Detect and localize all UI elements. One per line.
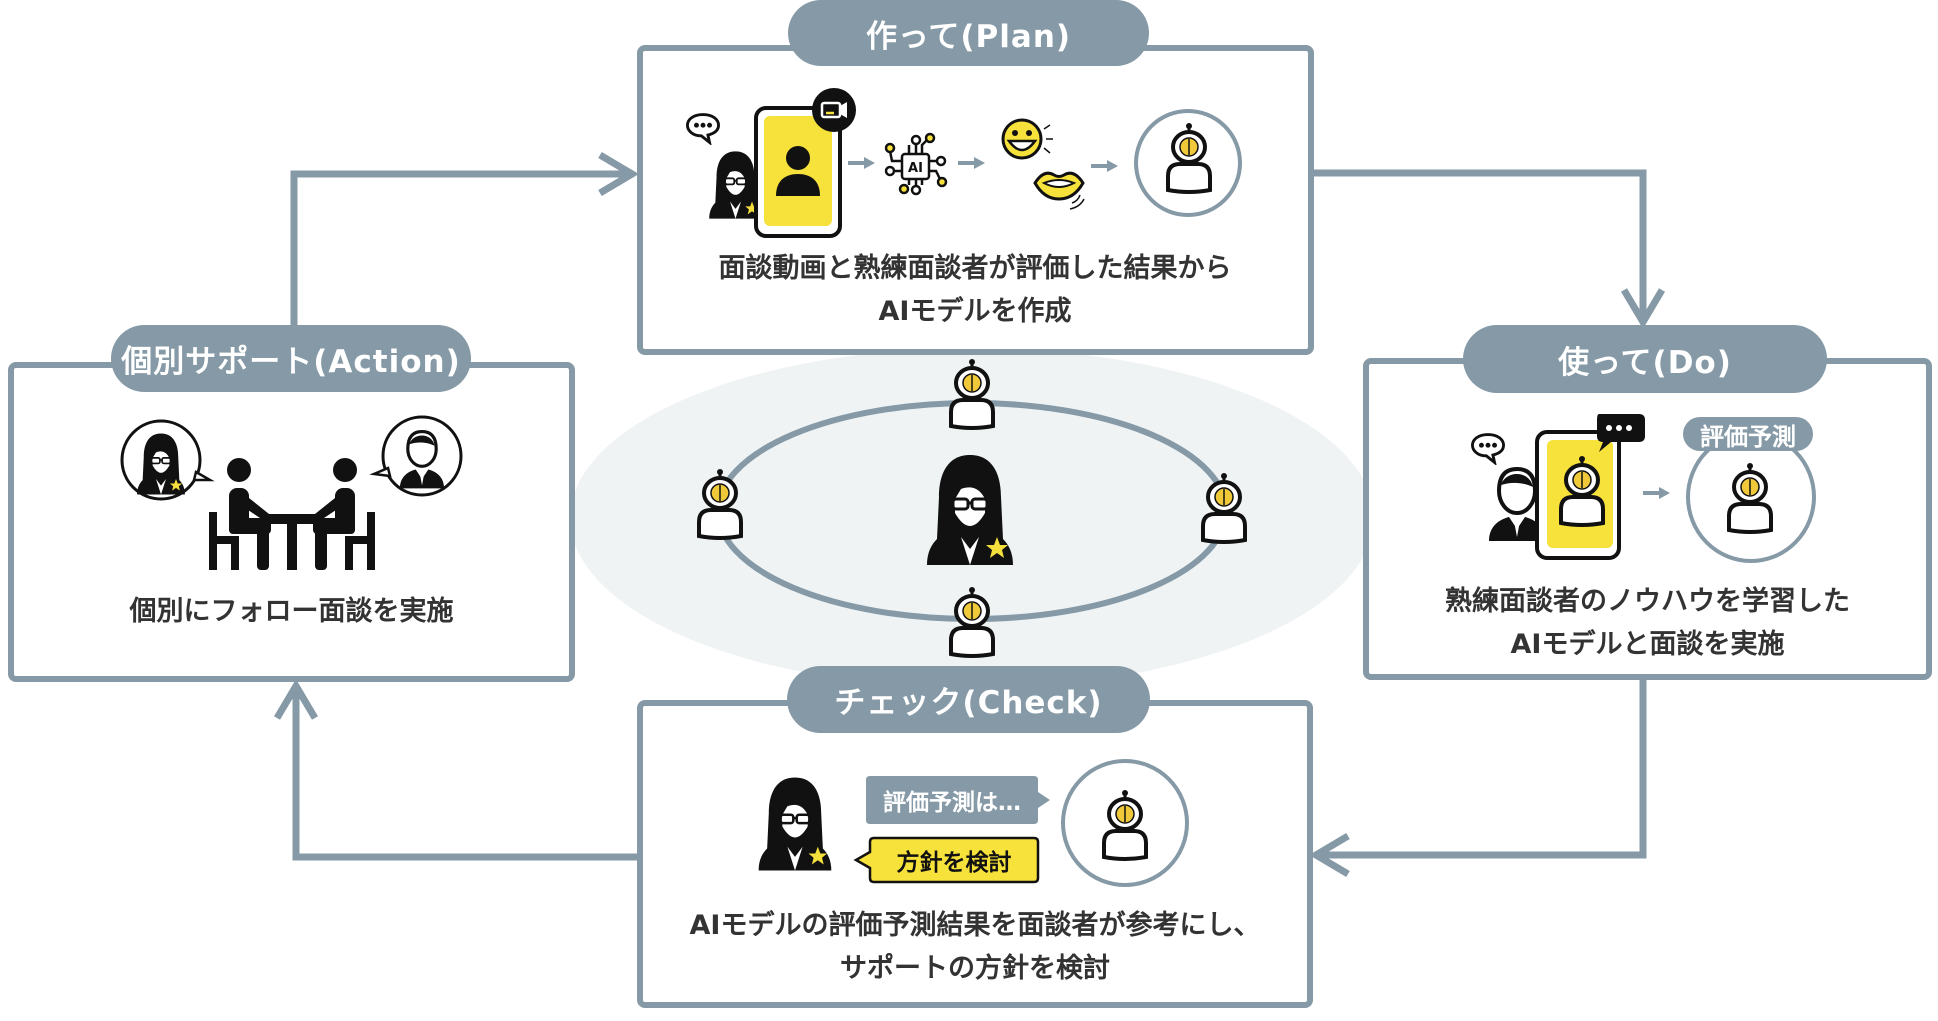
plan-arrow-1-icon: [848, 157, 875, 169]
center-robot-right-icon: [1197, 472, 1251, 544]
action-description: 個別にフォロー面談を実施: [129, 596, 454, 627]
do-description: 熟練面談者のノウハウを学習した AIモデルと面談を実施: [1366, 580, 1929, 666]
plan-robot-icon: [1162, 122, 1216, 194]
center-robot-top-icon: [945, 358, 999, 430]
plan-arrow-2-icon: [958, 157, 985, 169]
arrowhead-check-to-action: [273, 679, 319, 720]
action-title: 個別サポート(Action): [111, 325, 471, 392]
do-card: [1363, 358, 1932, 680]
plan-description-line-1: 面談動画と熟練面談者が評価した結果から: [718, 253, 1232, 284]
do-arrow-icon: [1643, 487, 1670, 499]
connector-do-to-check: [1318, 677, 1647, 859]
ai-speech-bubble: 評価予測は…: [883, 790, 1021, 816]
do-title: 使って(Do): [1463, 325, 1827, 393]
human-speech-bubble: 方針を検討: [896, 850, 1012, 876]
check-woman-icon: [757, 775, 833, 873]
smiley-face-icon: [1001, 118, 1053, 160]
arrowhead-action-to-plan: [598, 151, 639, 197]
check-robot-icon: [1098, 789, 1152, 861]
ai-chip-icon: AI: [884, 132, 948, 196]
human-bubble-shape: [853, 836, 1040, 884]
plan-video-phone-icon: [754, 88, 856, 238]
action-man-icon: [398, 430, 446, 490]
do-robot-icon: [1723, 462, 1777, 534]
do-phone-robot-icon: [1555, 455, 1609, 527]
check-description: AIモデルの評価予測結果を面談者が参考にし、 サポートの方針を検討: [640, 904, 1310, 990]
plan-title: 作って(Plan): [788, 0, 1149, 66]
do-chat-icon: [1470, 432, 1506, 465]
dark-speech-bubble-icon: [1597, 414, 1645, 452]
connector-plan-to-do: [1312, 169, 1647, 320]
meeting-table-icon: [209, 458, 375, 570]
do-description-line-1: 熟練面談者のノウハウを学習した: [1445, 586, 1850, 617]
connector-check-to-action: [292, 688, 637, 861]
plan-chat-icon: [685, 112, 721, 145]
ai-bubble-shape: [866, 776, 1050, 824]
do-description-line-2: AIモデルと面談を実施: [1510, 629, 1785, 660]
plan-description: 面談動画と熟練面談者が評価した結果から AIモデルを作成: [640, 247, 1310, 333]
lips-icon: [1033, 171, 1085, 210]
plan-description-line-2: AIモデルを作成: [878, 296, 1072, 327]
evaluation-prediction-badge: 評価予測: [1683, 417, 1813, 451]
svg-text:AI: AI: [908, 161, 923, 176]
check-description-line-2: サポートの方針を検討: [840, 953, 1110, 984]
arrowhead-plan-to-do: [1620, 288, 1666, 329]
connector-action-to-plan: [290, 170, 630, 326]
center-woman-icon: [925, 453, 1015, 567]
plan-arrow-3-icon: [1091, 160, 1118, 172]
camera-icon: [812, 88, 856, 132]
arrowhead-do-to-check: [1309, 832, 1350, 878]
check-title: チェック(Check): [787, 666, 1150, 733]
action-woman-icon: [136, 432, 186, 496]
center-robot-bottom-icon: [945, 586, 999, 658]
center-robot-left-icon: [693, 468, 747, 540]
check-description-line-1: AIモデルの評価予測結果を面談者が参考にし、: [689, 910, 1261, 941]
